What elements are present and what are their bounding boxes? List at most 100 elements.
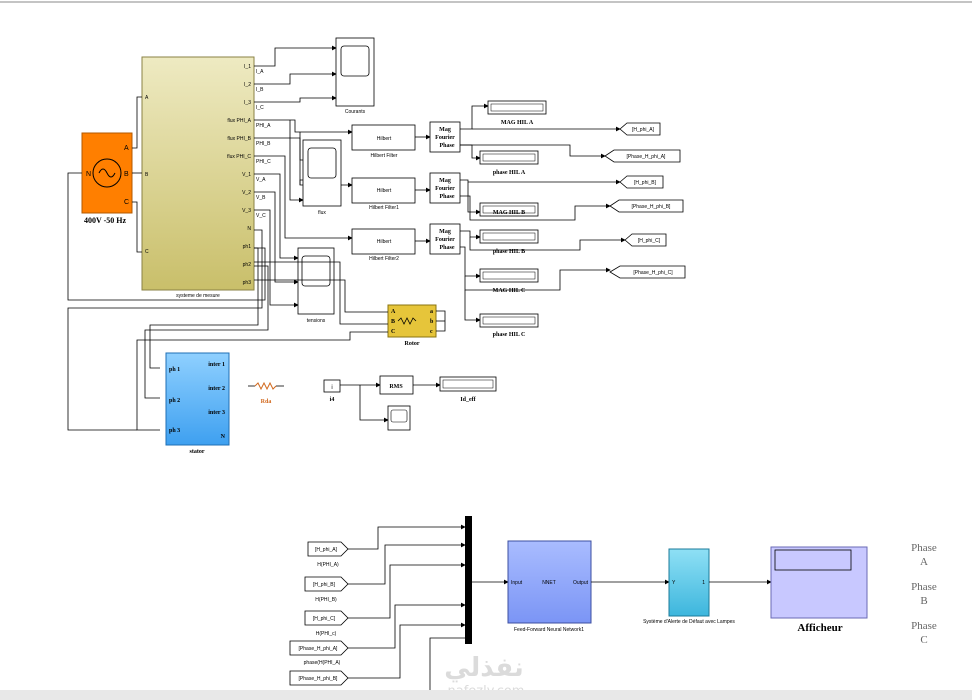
display-id-eff-label: Id_eff: [460, 397, 476, 403]
measure-out-phic: flux PHI_C: [227, 154, 251, 160]
current-i4-plus: i: [331, 385, 332, 391]
measure-out-ph1: ph1: [243, 244, 252, 250]
from-h-phi-b[interactable]: [H_phi_B]: [304, 576, 349, 592]
sig-va: V_A: [256, 177, 266, 183]
from-h-phi-a[interactable]: [H_phi_A]: [307, 541, 349, 557]
sig-ia: I_A: [256, 69, 264, 75]
source-port-b: B: [124, 171, 129, 178]
hilbert-2-inner: Hilbert: [377, 188, 392, 194]
hilbert-filter-3[interactable]: Hilbert: [351, 228, 416, 255]
scope-courants-label: Courants: [345, 109, 366, 115]
hilbert-3-label: Hilbert Filter2: [369, 256, 399, 262]
measure-label: systeme de mesure: [176, 293, 220, 299]
stator-in-ph2: ph 2: [169, 398, 180, 404]
sine-icon: [98, 168, 116, 178]
resistor-icon: [397, 317, 417, 325]
afficheur-label: Afficheur: [797, 622, 842, 634]
rotor-port-a: A: [391, 309, 396, 315]
from-h-phi-a-tag: [H_phi_A]: [315, 547, 338, 553]
alert-block[interactable]: Y 1: [668, 548, 710, 617]
rotor-label: Rotor: [405, 341, 420, 347]
bottom-scrollbar[interactable]: [0, 690, 972, 700]
rotor-port-b-out: b: [430, 319, 434, 325]
from-h-phi-b-tag: [H_phi_B]: [313, 582, 336, 588]
from-phase-h-phi-b[interactable]: [Phase_H_phi_B]: [289, 670, 349, 686]
rms-text: RMS: [389, 384, 403, 390]
hilbert-filter-1[interactable]: Hilbert: [351, 124, 416, 151]
measurement-block[interactable]: A B C I_1 I_2 I_3 flux PHI_A flux PHI_B …: [141, 56, 255, 291]
goto-h-phi-a-text: [H_phi_A]: [632, 127, 655, 133]
from-mux-wires: [348, 524, 466, 700]
stator-in-ph1: ph 1: [169, 367, 180, 373]
fourier-block-a[interactable]: Mag Fourier Phase: [429, 121, 461, 153]
rms-block[interactable]: RMS: [379, 375, 414, 395]
goto-phase-h-phi-b[interactable]: [Phase_H_phi_B]: [609, 199, 684, 213]
source-port-c: C: [124, 199, 129, 206]
measure-out-ph2: ph2: [243, 262, 252, 268]
display-mag-hil-a[interactable]: [487, 100, 547, 115]
scope-current[interactable]: [387, 405, 411, 431]
rda-label: Rda: [261, 399, 272, 405]
voltage-source-block[interactable]: N A B C: [81, 132, 133, 214]
nnet-label: Feed-Forward Neural Network1: [514, 627, 584, 633]
from-h-phi-c[interactable]: [H_phi_C]: [304, 610, 349, 626]
fourier-b-mag: Mag: [439, 178, 451, 184]
display-phase-hil-c[interactable]: [479, 313, 539, 328]
from-h-phi-a-label: H(PHI_A): [317, 562, 339, 568]
hilbert-filter-2[interactable]: Hilbert: [351, 177, 416, 204]
phase-c-letter: C: [920, 634, 927, 646]
measure-in-a: A: [145, 95, 149, 101]
sig-ic: I_C: [256, 105, 264, 111]
goto-phase-h-phi-c[interactable]: [Phase_H_phi_C]: [609, 265, 686, 279]
hilbert-2-label: Hilbert Filter1: [369, 205, 399, 211]
phase-b-letter: B: [920, 595, 927, 607]
nnet-block[interactable]: Input NNET Output: [507, 540, 592, 624]
fourier-b-phase: Phase: [440, 194, 455, 200]
display-mag-hil-b-label: MAG HIL B: [493, 210, 525, 216]
display-phase-hil-b[interactable]: [479, 229, 539, 244]
display-mag-hil-b[interactable]: [479, 202, 539, 217]
display-mag-hil-c[interactable]: [479, 268, 539, 283]
goto-phase-h-phi-a[interactable]: [Phase_H_phi_A]: [604, 149, 681, 163]
rotor-port-a-out: a: [430, 309, 433, 315]
goto-h-phi-a[interactable]: [H_phi_A]: [619, 122, 661, 136]
sig-phib: PHI_B: [256, 141, 271, 147]
current-i4-label: i4: [330, 397, 335, 403]
fourier-block-c[interactable]: Mag Fourier Phase: [429, 223, 461, 255]
from-phase-h-phi-a[interactable]: [Phase_H_phi_A]: [289, 640, 349, 656]
stator-block[interactable]: ph 1 ph 2 ph 3 inter 1 inter 2 inter 3 N: [165, 352, 230, 446]
display-id-eff[interactable]: [439, 376, 497, 392]
display-phase-hil-a[interactable]: [479, 150, 539, 165]
afficheur-block[interactable]: [770, 546, 868, 619]
measure-out-phia: flux PHI_A: [227, 118, 251, 124]
rotor-block[interactable]: A B C a b c: [387, 304, 437, 338]
rda-resistor[interactable]: [248, 381, 284, 391]
measure-out-n: N: [247, 226, 251, 232]
scope-tensions[interactable]: [297, 247, 335, 315]
fourier-b-name: Fourier: [435, 186, 455, 192]
rotor-port-b: B: [391, 319, 395, 325]
measure-out-v1: V_1: [242, 172, 251, 178]
hilbert-fourier-wires: [415, 134, 431, 244]
goto-h-phi-c[interactable]: [H_phi_C]: [624, 233, 667, 247]
mux-block[interactable]: [465, 516, 472, 644]
stator-out-inter3: inter 3: [208, 410, 225, 416]
source-port-n: N: [86, 171, 91, 178]
hilbert-1-label: Hilbert Filter: [371, 153, 398, 159]
current-measure-i4[interactable]: i: [323, 379, 341, 393]
fourier-block-b[interactable]: Mag Fourier Phase: [429, 172, 461, 204]
watermark-arabic: نفذلي: [444, 653, 524, 683]
fourier-c-name: Fourier: [435, 237, 455, 243]
scope-flux-label: flux: [318, 210, 326, 216]
scope-courants[interactable]: [335, 37, 375, 107]
source-port-a: A: [124, 145, 129, 152]
from-h-phi-c-label: H(PHI_c): [316, 631, 337, 637]
resistor-icon: [254, 381, 277, 391]
goto-h-phi-b[interactable]: [H_phi_B]: [619, 175, 664, 189]
measure-out-ph3: ph3: [243, 280, 252, 286]
fourier-c-mag: Mag: [439, 229, 451, 235]
measure-in-b: B: [145, 172, 149, 178]
nnet-inner: NNET: [542, 580, 556, 586]
scope-flux[interactable]: [302, 139, 342, 207]
fourier-a-name: Fourier: [435, 135, 455, 141]
